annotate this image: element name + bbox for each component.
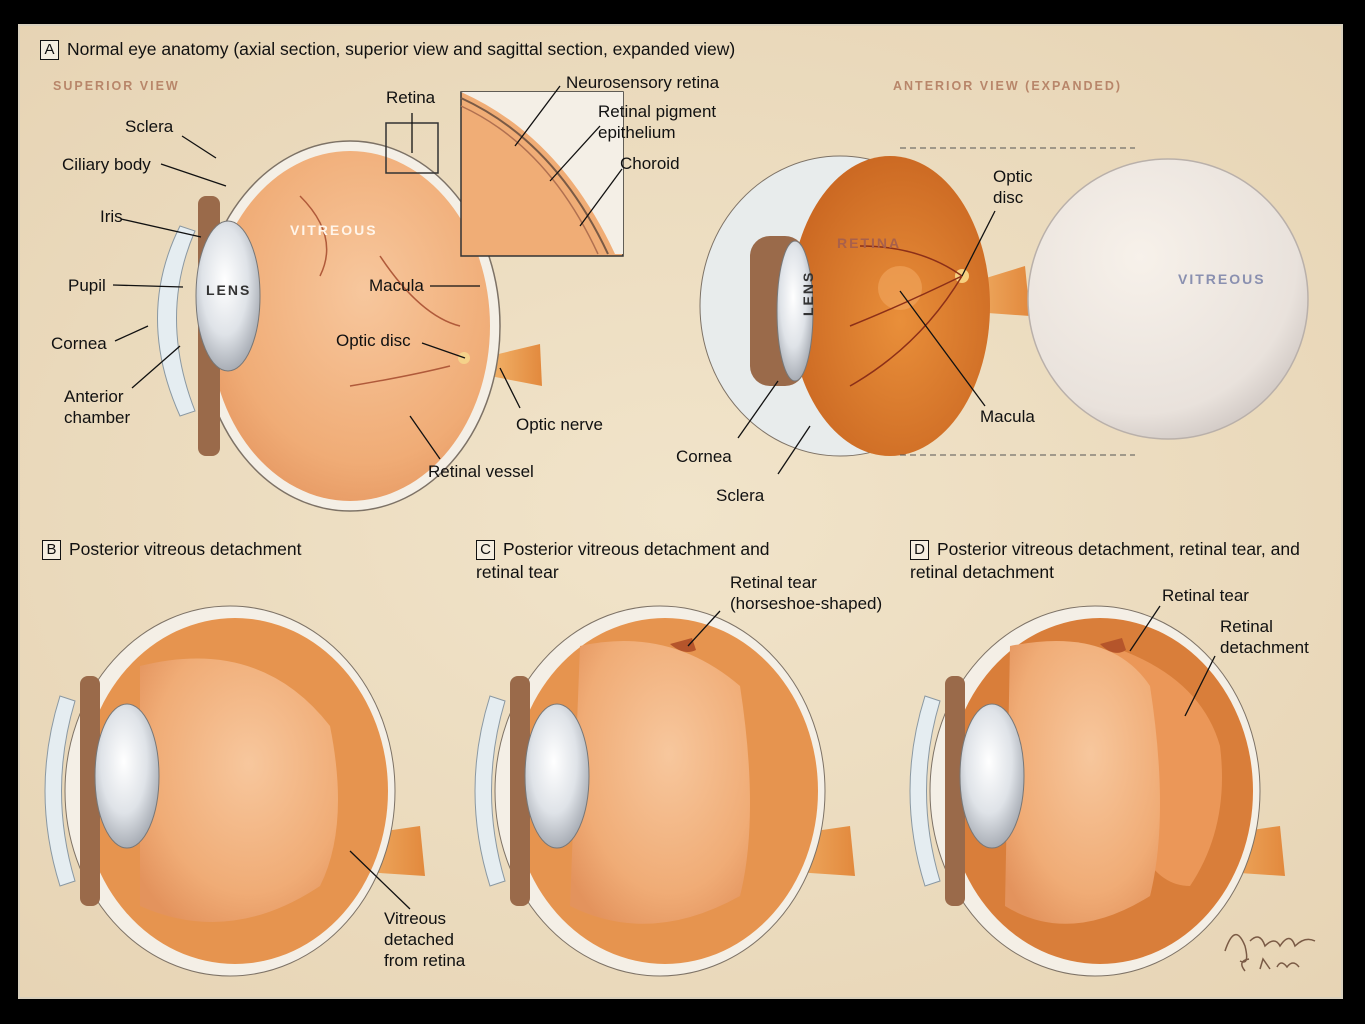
anterior-view-eye	[699, 147, 1309, 457]
label-retinal-detachment: Retinal detachment	[1220, 617, 1309, 657]
retina-inset	[460, 91, 624, 257]
label-optic-nerve: Optic nerve	[516, 415, 603, 434]
panel-d-letter: D	[910, 540, 929, 560]
anterior-view-heading: ANTERIOR VIEW (EXPANDED)	[893, 79, 1123, 93]
artist-signature	[1224, 934, 1316, 972]
label-retinal-tear-horseshoe: Retinal tear (horseshoe-shaped)	[730, 573, 883, 613]
label-pupil: Pupil	[68, 276, 106, 295]
label-anterior-retina: RETINA	[837, 235, 902, 251]
label-retinal-vessel: Retinal vessel	[428, 462, 534, 481]
eye-anatomy-illustration	[20, 26, 1341, 997]
label-anterior-optic-disc: Optic disc	[993, 167, 1033, 207]
panel-b-title: B Posterior vitreous detachment	[42, 538, 301, 561]
label-vitreous: VITREOUS	[290, 222, 378, 238]
label-cornea: Cornea	[51, 334, 107, 353]
superior-view-heading: SUPERIOR VIEW	[53, 79, 180, 93]
panel-c-letter: C	[476, 540, 495, 560]
label-anterior-chamber: Anterior chamber	[64, 387, 131, 427]
label-vitreous-detached: Vitreous detached from retina	[384, 909, 466, 970]
superior-view-eye	[157, 140, 542, 512]
label-iris: Iris	[100, 207, 123, 226]
panel-b-title-text: Posterior vitreous detachment	[69, 539, 302, 559]
panel-a-title-text: Normal eye anatomy (axial section, super…	[67, 39, 736, 59]
label-anterior-cornea: Cornea	[676, 447, 732, 466]
label-sclera: Sclera	[125, 117, 174, 136]
label-lens: LENS	[206, 282, 252, 298]
label-retinal-tear: Retinal tear	[1162, 586, 1249, 605]
label-anterior-lens: LENS	[800, 270, 816, 316]
label-macula: Macula	[369, 276, 424, 295]
label-choroid: Choroid	[620, 154, 680, 173]
label-anterior-sclera: Sclera	[716, 486, 765, 505]
panel-c-title-text: Posterior vitreous detachment and retina…	[476, 539, 770, 582]
illustration-frame: A Normal eye anatomy (axial section, supe…	[18, 24, 1343, 999]
panel-a-letter: A	[40, 40, 59, 60]
panel-d-eye	[909, 605, 1285, 977]
panel-d-title-text: Posterior vitreous detachment, retinal t…	[910, 539, 1300, 582]
label-retinal-pigment-epithelium: Retinal pigment epithelium	[598, 102, 717, 142]
panel-c-eye	[474, 605, 855, 977]
leader-lines	[112, 85, 1216, 910]
panel-b-letter: B	[42, 540, 61, 560]
label-anterior-macula: Macula	[980, 407, 1035, 426]
label-anterior-vitreous: VITREOUS	[1178, 271, 1266, 287]
label-neurosensory-retina: Neurosensory retina	[566, 73, 720, 92]
panel-a-title: A Normal eye anatomy (axial section, supe…	[40, 38, 735, 61]
label-retina: Retina	[386, 88, 436, 107]
label-optic-disc: Optic disc	[336, 331, 411, 350]
panel-b-eye	[44, 605, 425, 977]
label-ciliary-body: Ciliary body	[62, 155, 151, 174]
